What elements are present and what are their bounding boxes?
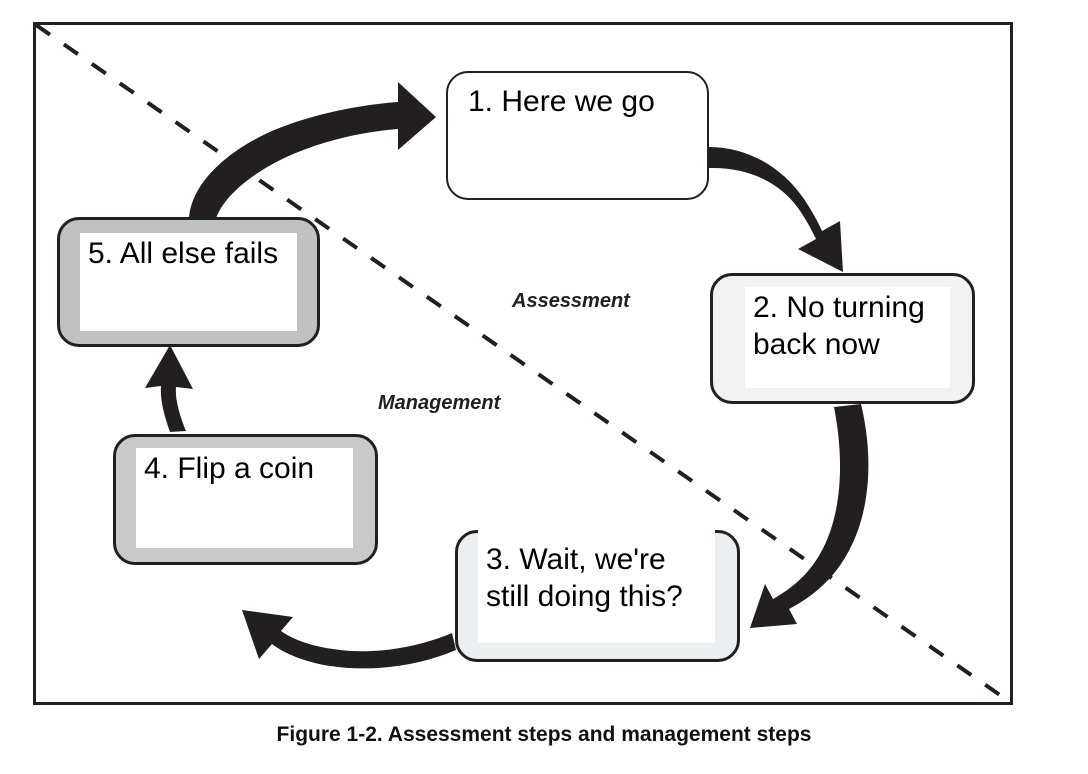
step-box-5[interactable]: 5. All else fails	[57, 217, 320, 347]
step-box-3-inner: 3. Wait, we're still doing this?	[478, 529, 715, 643]
step-box-5-inner: 5. All else fails	[80, 233, 297, 331]
step-box-1-inner: 1. Here we go	[460, 81, 695, 190]
region-label-assessment: Assessment	[512, 290, 630, 312]
step-box-2-label: 2. No turning back now	[753, 291, 925, 361]
step-box-4-inner: 4. Flip a coin	[136, 448, 353, 548]
step-box-1[interactable]: 1. Here we go	[446, 71, 709, 200]
step-box-1-label: 1. Here we go	[468, 85, 655, 118]
figure-caption: Figure 1-2. Assessment steps and managem…	[276, 723, 812, 746]
step-box-3[interactable]: 3. Wait, we're still doing this?	[455, 529, 740, 662]
step-box-2[interactable]: 2. No turning back now	[710, 273, 975, 404]
step-box-4[interactable]: 4. Flip a coin	[113, 434, 378, 565]
region-label-management: Management	[378, 392, 501, 414]
step-box-5-label: 5. All else fails	[88, 237, 279, 270]
step-box-2-inner: 2. No turning back now	[745, 287, 950, 388]
step-box-4-label: 4. Flip a coin	[144, 452, 315, 485]
step-box-3-label: 3. Wait, we're still doing this?	[486, 543, 683, 613]
